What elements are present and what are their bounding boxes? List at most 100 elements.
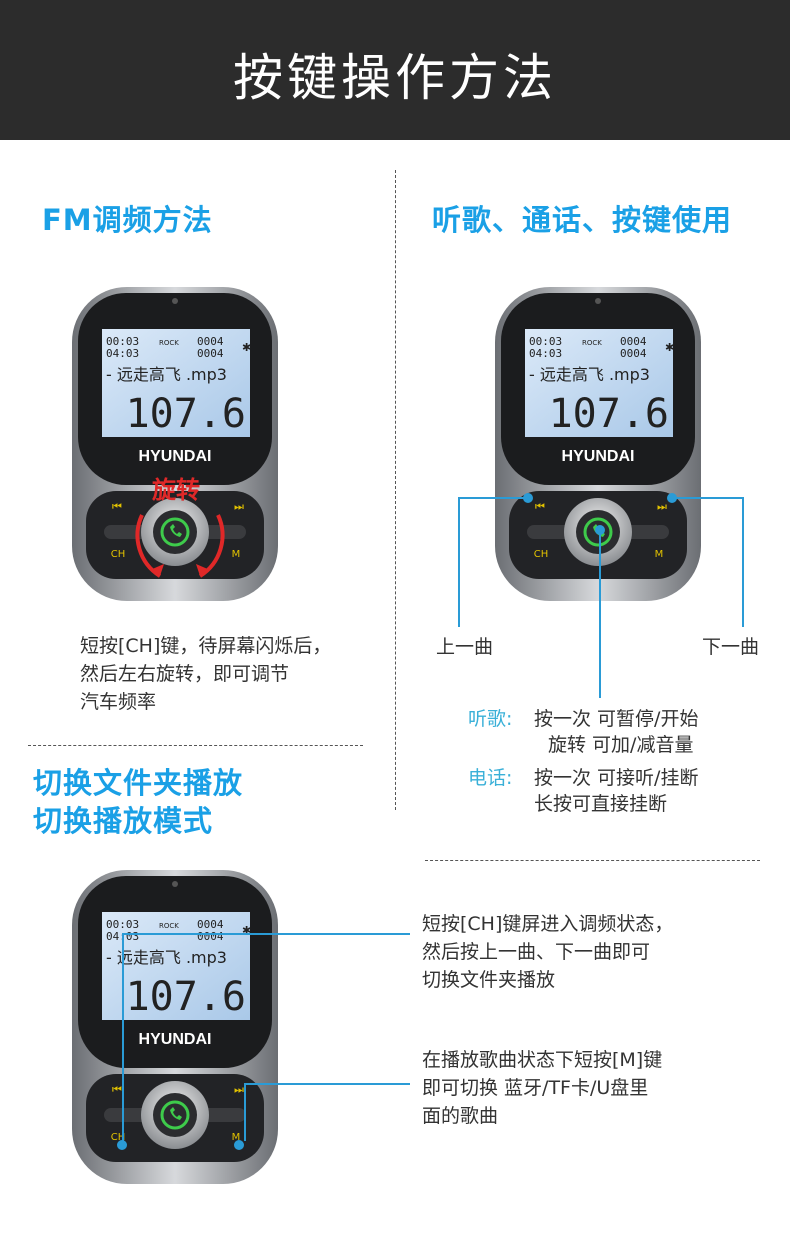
ch-description: 短按[CH]键屏进入调频状态， 然后按上一曲、下一曲即可 切换文件夹播放	[422, 910, 673, 994]
brand-logo: HYUNDAI	[139, 448, 212, 465]
lcd-count1: 0004	[620, 335, 647, 348]
device-svg: 00:03 04:03 ROCK 0004 0004 ✱ - 远走高飞 .mp3…	[72, 870, 278, 1184]
lcd-count2: 0004	[197, 930, 224, 943]
lcd-song: - 远走高飞 .mp3	[529, 365, 650, 384]
next-dot	[667, 493, 677, 503]
lcd-count1: 0004	[197, 918, 224, 931]
vertical-divider	[395, 170, 396, 810]
music-title: 听歌、通话、按键使用	[432, 203, 733, 237]
device-folder: 00:03 04:03 ROCK 0004 0004 ✱ - 远走高飞 .mp3…	[70, 868, 280, 1188]
knob-center	[153, 1093, 197, 1137]
next-icon: ⏭	[234, 1083, 244, 1096]
m-desc-line: 在播放歌曲状态下短按[M]键	[422, 1049, 663, 1071]
listen-line1: 按一次 可暂停/开始	[534, 708, 699, 730]
brand-logo: HYUNDAI	[562, 448, 635, 465]
lcd-rock: ROCK	[159, 922, 179, 930]
lcd-count2: 0004	[197, 347, 224, 360]
prev-icon: ⏮	[112, 1083, 122, 1096]
lcd-frequency: 107.6	[126, 391, 246, 437]
fm-title: FM调频方法	[42, 203, 213, 237]
ch-line-h	[122, 933, 410, 935]
rotate-label: 旋转	[152, 476, 200, 504]
m-label: M	[655, 549, 664, 560]
lcd-rock: ROCK	[159, 339, 179, 347]
ch-desc-line: 然后按上一曲、下一曲即可	[422, 941, 651, 963]
knob-dot	[595, 525, 605, 535]
ch-label: CH	[111, 549, 126, 560]
ch-desc-line: 切换文件夹播放	[422, 969, 556, 991]
lcd-count1: 0004	[197, 335, 224, 348]
lcd-line1: 00:03	[106, 335, 139, 348]
prev-icon: ⏮	[535, 500, 545, 513]
bluetooth-icon: ✱	[242, 924, 251, 937]
lcd-song: - 远走高飞 .mp3	[106, 365, 227, 384]
next-line-h	[672, 497, 744, 499]
m-label: M	[232, 549, 241, 560]
device-mic	[595, 298, 601, 304]
call-line1: 按一次 可接听/挂断	[534, 767, 699, 789]
fm-desc-line: 短按[CH]键，待屏幕闪烁后，	[80, 635, 332, 657]
lcd-line2: 04:03	[106, 347, 139, 360]
ch-line-v	[122, 933, 124, 1143]
lcd-song: - 远走高飞 .mp3	[106, 948, 227, 967]
page-title: 按键操作方法	[233, 49, 557, 107]
bluetooth-icon: ✱	[665, 341, 674, 354]
prev-icon: ⏮	[112, 500, 122, 513]
fm-desc-line: 然后左右旋转，即可调节	[80, 663, 290, 685]
lcd-line2: 04:03	[529, 347, 562, 360]
ch-dot	[117, 1140, 127, 1150]
lcd-line1: 00:03	[529, 335, 562, 348]
lcd-screen	[102, 912, 250, 1020]
bluetooth-icon: ✱	[242, 341, 251, 354]
next-icon: ⏭	[657, 500, 667, 513]
m-desc-line: 即可切换 蓝牙/TF卡/U盘里	[422, 1077, 649, 1099]
lcd-screen	[102, 329, 250, 437]
ch-label: CH	[111, 1132, 126, 1143]
device-music: 00:03 04:03 ROCK 0004 0004 ✱ - 远走高飞 .mp3…	[493, 285, 703, 605]
device-mic	[172, 881, 178, 887]
rotate-arrows-icon	[135, 514, 225, 578]
ch-desc-line: 短按[CH]键屏进入调频状态，	[422, 913, 674, 935]
lcd-screen	[525, 329, 673, 437]
device-mic	[172, 298, 178, 304]
divider-right	[425, 860, 760, 861]
phone-icon	[160, 517, 190, 547]
divider-left	[28, 745, 363, 746]
lcd-frequency: 107.6	[549, 391, 669, 437]
m-dot	[234, 1140, 244, 1150]
lcd-count2: 0004	[620, 347, 647, 360]
listen-label: 听歌:	[468, 708, 513, 730]
device-svg: 00:03 04:03 ROCK 0004 0004 ✱ - 远走高飞 .mp3…	[495, 287, 701, 601]
lcd-rock: ROCK	[582, 339, 602, 347]
m-desc-line: 面的歌曲	[422, 1105, 499, 1127]
phone-handset-icon	[170, 524, 182, 537]
phone-icon	[583, 517, 613, 547]
header-banner: 按键操作方法	[0, 0, 790, 140]
fm-description: 短按[CH]键，待屏幕闪烁后， 然后左右旋转，即可调节 汽车频率	[80, 632, 331, 716]
ch-label: CH	[534, 549, 549, 560]
m-description: 在播放歌曲状态下短按[M]键 即可切换 蓝牙/TF卡/U盘里 面的歌曲	[422, 1046, 662, 1130]
call-line2: 长按可直接挂断	[534, 793, 668, 815]
knob-center	[153, 510, 197, 554]
next-track-label: 下一曲	[702, 636, 760, 658]
prev-dot	[523, 493, 533, 503]
folder-title-line2: 切换播放模式	[33, 804, 214, 838]
next-line-v	[742, 497, 744, 627]
prev-line-v	[458, 497, 460, 627]
prev-track-label: 上一曲	[436, 636, 494, 658]
folder-title-line1: 切换文件夹播放	[33, 766, 244, 800]
m-label: M	[232, 1132, 241, 1143]
call-label: 电话:	[468, 767, 513, 789]
knob-line-v	[599, 530, 601, 698]
phone-handset-icon	[170, 1107, 182, 1120]
phone-icon	[160, 1100, 190, 1130]
m-line-v	[244, 1083, 246, 1141]
fm-desc-line: 汽车频率	[80, 691, 157, 713]
lcd-frequency: 107.6	[126, 974, 246, 1020]
m-line-h	[244, 1083, 410, 1085]
prev-line-h	[458, 497, 528, 499]
lcd-line1: 00:03	[106, 918, 139, 931]
brand-logo: HYUNDAI	[139, 1031, 212, 1048]
listen-line2: 旋转 可加/减音量	[548, 734, 694, 756]
next-icon: ⏭	[234, 500, 244, 513]
